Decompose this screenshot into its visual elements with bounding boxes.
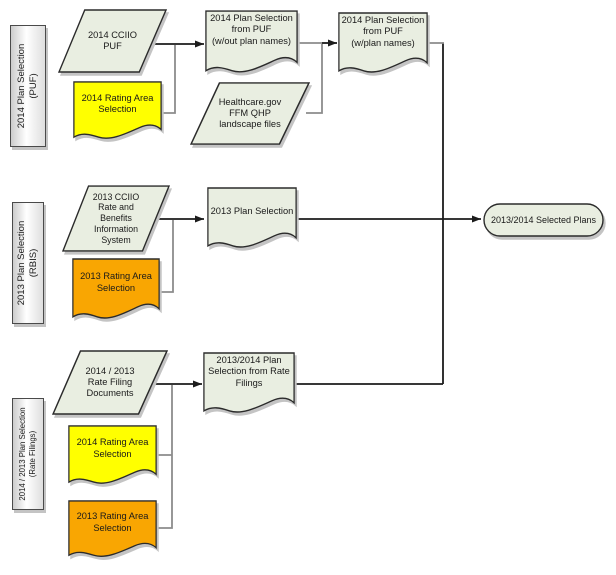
document-shape xyxy=(205,10,298,73)
node-text: 2013/2014 Selected Plans xyxy=(490,214,597,225)
document-shape xyxy=(207,187,297,248)
document-2013-rating-area-selection-rate: 2013 Rating Area Selection xyxy=(68,500,157,561)
document-shape xyxy=(338,12,428,73)
node-text: 2014 Plan Selection from PUF (w/plan nam… xyxy=(341,15,425,48)
lane-label-2013-rbis: 2013 Plan Selection (RBIS) xyxy=(12,202,44,324)
document-shape xyxy=(73,81,162,139)
lane-label-text: 2014 Plan Selection (PUF) xyxy=(16,43,39,129)
document-shape xyxy=(72,258,160,319)
lane-label-2014-puf: 2014 Plan Selection (PUF) xyxy=(10,25,46,147)
lane-label-rate-filings: 2014 / 2013 Plan Selection (Rate Filings… xyxy=(12,398,44,510)
node-text: 2014 Rating Area Selection xyxy=(76,437,149,459)
parallelogram-shape xyxy=(190,82,310,145)
document-2013-plan-selection: 2013 Plan Selection xyxy=(207,187,297,252)
connector-rating2014puf-join xyxy=(160,45,176,114)
parallelogram-shape xyxy=(58,9,167,73)
parallelogram-shape xyxy=(62,185,170,252)
node-text: 2013/2014 Plan Selection from Rate Filin… xyxy=(208,355,290,388)
data-rate-filing-documents: 2014 / 2013 Rate Filing Documents xyxy=(52,350,168,415)
node-text: 2014 Plan Selection from PUF (w/out plan… xyxy=(210,13,293,46)
document-plan-selection-rate-filings: 2013/2014 Plan Selection from Rate Filin… xyxy=(203,352,295,417)
connector-healthcaregov-join xyxy=(306,44,323,114)
node-text: 2014 / 2013 Rate Filing Documents xyxy=(85,365,135,399)
node-text: 2013 Rating Area Selection xyxy=(80,271,152,293)
connector-rating2013rbis-join xyxy=(158,220,174,293)
document-shape xyxy=(68,500,157,557)
document-2014-rating-area-selection-puf: 2014 Rating Area Selection xyxy=(73,81,162,143)
node-text: Healthcare.gov FFM QHP landscape files xyxy=(218,96,282,130)
lane-label-text: 2013 Plan Selection (RBIS) xyxy=(16,220,39,306)
document-2014-rating-area-selection-rate: 2014 Rating Area Selection xyxy=(68,425,157,488)
document-shape xyxy=(203,352,295,413)
node-text: 2013 Plan Selection xyxy=(210,205,294,216)
node-text: 2014 CCIIO PUF xyxy=(87,29,138,51)
connector-rating2013rate-join xyxy=(155,385,173,529)
parallelogram-shape xyxy=(52,350,168,415)
lane-label-text: 2014 / 2013 Plan Selection (Rate Filings… xyxy=(17,407,37,501)
document-shape xyxy=(68,425,157,484)
data-healthcare-gov-landscape-files: Healthcare.gov FFM QHP landscape files xyxy=(190,82,310,145)
document-2014-plan-selection-wout-names: 2014 Plan Selection from PUF (w/out plan… xyxy=(205,10,298,77)
node-text: 2013 CCIIO Rate and Benefits Information… xyxy=(92,191,140,245)
terminator-selected-plans: 2013/2014 Selected Plans xyxy=(483,203,604,237)
document-2013-rating-area-selection-rbis: 2013 Rating Area Selection xyxy=(72,258,160,323)
terminator-shape xyxy=(483,203,604,237)
document-2014-plan-selection-w-names: 2014 Plan Selection from PUF (w/plan nam… xyxy=(338,12,428,77)
data-2013-cciio-rbis: 2013 CCIIO Rate and Benefits Information… xyxy=(62,185,170,252)
data-2014-cciio-puf: 2014 CCIIO PUF xyxy=(58,9,167,73)
node-text: 2013 Rating Area Selection xyxy=(76,511,149,533)
node-text: 2014 Rating Area Selection xyxy=(81,92,154,114)
